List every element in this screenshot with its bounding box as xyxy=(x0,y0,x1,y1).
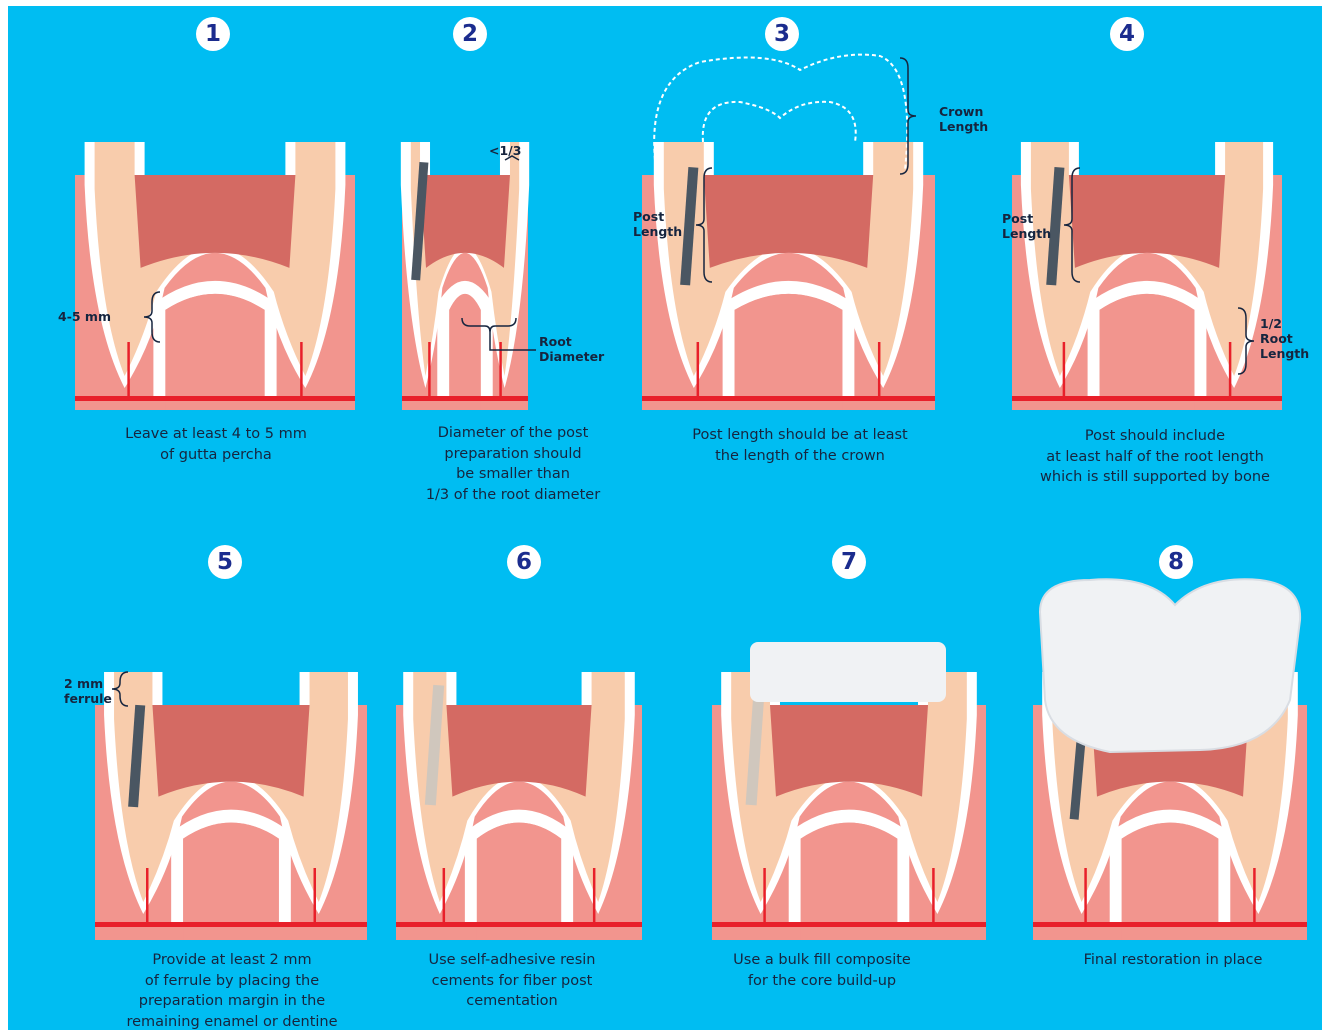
final-crown xyxy=(1040,579,1300,752)
step-3-badge: 3 xyxy=(765,17,799,51)
tooth-diagram-step-6 xyxy=(396,672,642,940)
post-length-label: Post Length xyxy=(1002,211,1051,241)
label-line: Root xyxy=(1260,331,1309,346)
step-5-caption: Provide at least 2 mm of ferrule by plac… xyxy=(90,950,374,1032)
step-2-badge: 2 xyxy=(453,17,487,51)
caption-line: preparation margin in the xyxy=(90,991,374,1012)
label-line: Post xyxy=(1002,211,1051,226)
interradicular-gum xyxy=(165,294,264,410)
label-line: Length xyxy=(1260,346,1309,361)
caption-line: Final restoration in place xyxy=(1050,950,1296,971)
step-2-caption: Diameter of the post preparation should … xyxy=(382,423,644,505)
label-line: Diameter xyxy=(539,349,604,364)
label-line: Root xyxy=(539,334,604,349)
step-7-caption: Use a bulk fill composite for the core b… xyxy=(700,950,944,991)
step-8-badge: 8 xyxy=(1159,545,1193,579)
step-1-caption: Leave at least 4 to 5 mm of gutta percha xyxy=(60,424,372,465)
label-line: Length xyxy=(633,224,682,239)
tooth-diagram-step-4 xyxy=(1012,142,1282,410)
step-5-badge: 5 xyxy=(208,545,242,579)
tooth-diagram-step-2 xyxy=(401,142,529,410)
caption-line: Leave at least 4 to 5 mm xyxy=(60,424,372,445)
caption-line: for the core build-up xyxy=(700,971,944,992)
bone-line xyxy=(642,396,935,401)
step-4-caption: Post should include at least half of the… xyxy=(990,426,1320,488)
step-6-caption: Use self-adhesive resin cements for fibe… xyxy=(392,950,632,1012)
interradicular-gum xyxy=(449,294,480,410)
bone-line xyxy=(1012,396,1282,401)
half-root-length-label: 1/2 Root Length xyxy=(1260,316,1309,361)
label-line: Length xyxy=(1002,226,1051,241)
step-4-badge: 4 xyxy=(1110,17,1144,51)
caption-line: preparation should xyxy=(382,444,644,465)
crown-length-label: Crown Length xyxy=(939,104,988,134)
caption-line: cementation xyxy=(392,991,632,1012)
step-6-badge: 6 xyxy=(507,545,541,579)
caption-line: Provide at least 2 mm xyxy=(90,950,374,971)
crown-outline-dashed xyxy=(703,102,856,142)
step-7-badge: 7 xyxy=(832,545,866,579)
bone-line xyxy=(396,922,642,927)
label-line: Post xyxy=(633,209,682,224)
caption-line: Post should include xyxy=(990,426,1320,447)
step-3-caption: Post length should be at least the lengt… xyxy=(650,425,950,466)
step-1-badge: 1 xyxy=(196,17,230,51)
label-line: 2 mm xyxy=(64,676,112,691)
bone-line xyxy=(402,396,528,401)
caption-line: Post length should be at least xyxy=(650,425,950,446)
label-line: Length xyxy=(939,119,988,134)
caption-line: of gutta percha xyxy=(60,445,372,466)
interradicular-gum xyxy=(735,294,843,410)
ferrule-label: 2 mm ferrule xyxy=(64,676,112,706)
caption-line: of ferrule by placing the xyxy=(90,971,374,992)
post-length-label: Post Length xyxy=(633,209,682,239)
caption-line: Use self-adhesive resin xyxy=(392,950,632,971)
root-diameter-label: Root Diameter xyxy=(539,334,604,364)
tooth-diagram-step-3 xyxy=(642,142,935,410)
caption-line: at least half of the root length xyxy=(990,447,1320,468)
label-line: ferrule xyxy=(64,691,112,706)
tooth-diagram-step-1 xyxy=(75,142,355,410)
composite-core xyxy=(750,642,946,702)
caption-line: Use a bulk fill composite xyxy=(700,950,944,971)
caption-line: the length of the crown xyxy=(650,446,950,467)
bone-line xyxy=(95,922,367,927)
gutta-percha-length-label: 4-5 mm xyxy=(58,309,111,324)
caption-line: cements for fiber post xyxy=(392,971,632,992)
tooth-diagram-step-7 xyxy=(712,672,986,940)
bone-line xyxy=(1033,922,1307,927)
caption-line: remaining enamel or dentine xyxy=(90,1012,374,1033)
tooth-diagram-step-5 xyxy=(95,672,367,940)
caption-line: 1/3 of the root diameter xyxy=(382,485,644,506)
one-third-label: <1/3 xyxy=(489,143,521,158)
bone-line xyxy=(712,922,986,927)
caption-line: Diameter of the post xyxy=(382,423,644,444)
interradicular-gum xyxy=(1100,294,1195,410)
step-8-caption: Final restoration in place xyxy=(1050,950,1296,971)
label-line: 1/2 xyxy=(1260,316,1309,331)
bone-line xyxy=(75,396,355,401)
caption-line: which is still supported by bone xyxy=(990,467,1320,488)
label-line: Crown xyxy=(939,104,988,119)
caption-line: be smaller than xyxy=(382,464,644,485)
